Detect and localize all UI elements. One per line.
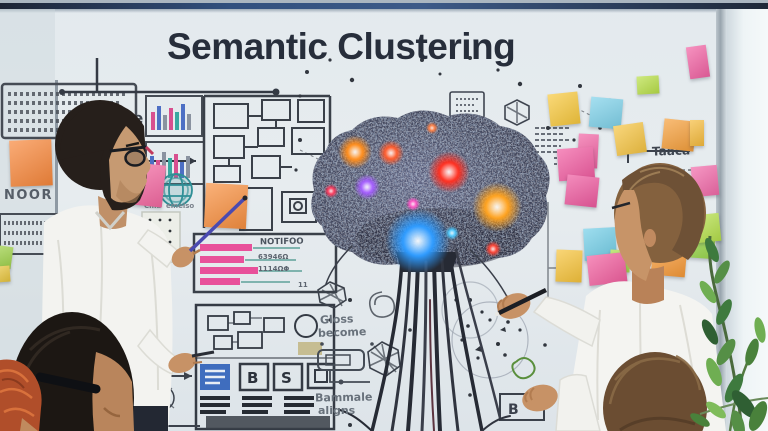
whiteboard-right-edge [716,9,727,431]
audience-redhead [0,359,42,431]
board-title: Semantic Clustering [167,26,516,67]
right-presenter-resting-hand [522,373,601,431]
left-presenter-open-hand [137,328,215,375]
wireframe-sketch: B S [194,303,336,431]
audience-right-head [603,352,707,431]
frame-shadow [0,9,768,13]
right-presenter-drawing-arm [495,287,601,348]
right-presenter-glasses [611,201,631,210]
hexagon-scribbles [317,281,401,377]
wireframe-b-icon: B [247,369,258,387]
wall-strip [0,0,768,3]
note-b-icon: B [508,402,519,418]
button-flow-sketch [317,342,374,385]
whiteboard-top-frame [0,3,768,9]
plant [690,235,768,431]
audience-glasses [35,372,101,394]
right-presenter-ear [644,229,656,247]
wireframe-s-icon: S [281,369,292,387]
pink-bars-sketch [192,232,338,294]
left-presenter-glasses [109,145,155,167]
black-marker [498,287,547,316]
